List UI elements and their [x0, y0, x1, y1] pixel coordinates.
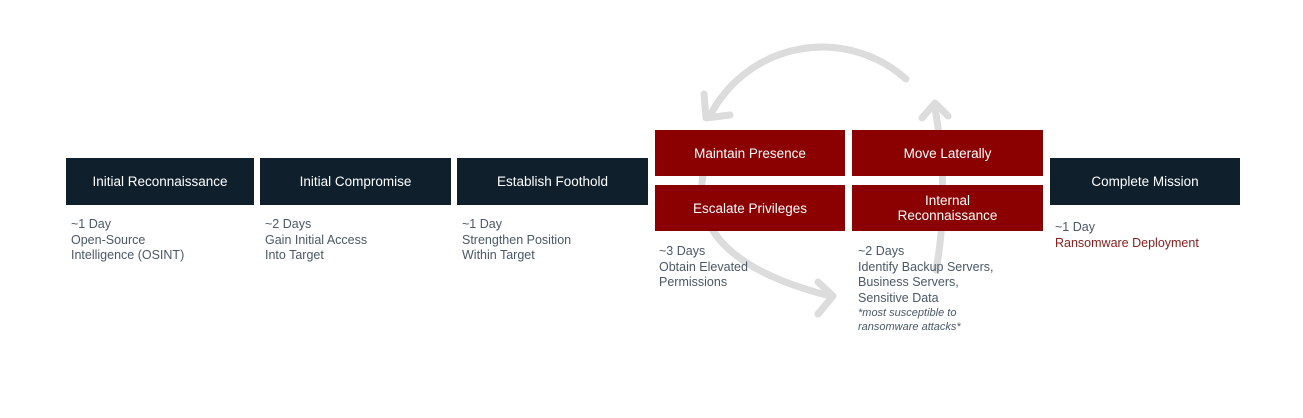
stage-initial-reconnaissance: Initial Reconnaissance	[66, 158, 254, 205]
note-detail: Intelligence (OSINT)	[71, 248, 185, 262]
stage-label: Escalate Privileges	[692, 200, 808, 216]
note-detail: Strengthen Position	[462, 232, 572, 247]
stage-initial-compromise: Initial Compromise	[260, 158, 451, 205]
stage-internal-reconnaissance: Internal Reconnaissance	[852, 185, 1043, 231]
stage-label: Initial Compromise	[299, 174, 412, 189]
note-detail: Identify Backup Servers,	[858, 259, 994, 274]
note-footnote: *most susceptible to	[858, 307, 957, 319]
note-duration: ~1 Day	[462, 217, 502, 231]
note-establish-foothold: ~1 Day Strengthen Position Within Target	[462, 217, 571, 264]
note-duration: ~1 Day	[71, 217, 111, 231]
note-duration: ~1 Day	[1055, 220, 1095, 234]
stage-escalate-privileges: Escalate Privileges	[655, 185, 845, 231]
stage-label: Complete Mission	[1091, 174, 1199, 189]
stage-establish-foothold: Establish Foothold	[457, 158, 648, 205]
stage-label: Initial Reconnaissance	[92, 174, 228, 189]
note-duration: ~2 Days	[858, 244, 905, 258]
note-detail: Ransomware Deployment	[1055, 235, 1199, 250]
cycle-arrowhead-top	[700, 90, 734, 122]
note-detail: Sensitive Data	[858, 290, 939, 305]
note-footnote: ransomware attacks*	[858, 321, 961, 333]
note-detail: Open-Source	[71, 232, 146, 247]
note-initial-compromise: ~2 Days Gain Initial Access Into Target	[265, 217, 367, 264]
note-initial-reconnaissance: ~1 Day Open-Source Intelligence (OSINT)	[71, 217, 184, 264]
note-detail: Business Servers,	[858, 275, 959, 289]
stage-label: Establish Foothold	[496, 174, 609, 189]
note-detail: Within Target	[462, 248, 535, 262]
stage-complete-mission: Complete Mission	[1050, 158, 1240, 205]
stage-maintain-presence: Maintain Presence	[655, 130, 845, 176]
note-escalate-privileges: ~3 Days Obtain Elevated Permissions	[659, 244, 748, 291]
stage-move-laterally: Move Laterally	[852, 130, 1043, 176]
note-complete-mission: ~1 Day Ransomware Deployment	[1055, 220, 1199, 251]
note-detail: Obtain Elevated	[659, 259, 748, 274]
stage-label: Move Laterally	[903, 145, 992, 161]
note-duration: ~3 Days	[659, 244, 706, 258]
stage-label: Maintain Presence	[694, 145, 806, 161]
note-detail: Gain Initial Access	[265, 232, 368, 247]
note-duration: ~2 Days	[265, 217, 312, 231]
note-internal-reconnaissance: ~2 Days Identify Backup Servers, Busines…	[858, 244, 993, 334]
note-detail: Permissions	[659, 275, 728, 289]
note-detail: Into Target	[265, 248, 324, 262]
cycle-arrow-top	[708, 43, 910, 116]
cycle-arrowhead-right	[918, 99, 952, 122]
cycle-arrowhead-left	[814, 278, 837, 318]
stage-label: Internal Reconnaissance	[897, 193, 998, 223]
